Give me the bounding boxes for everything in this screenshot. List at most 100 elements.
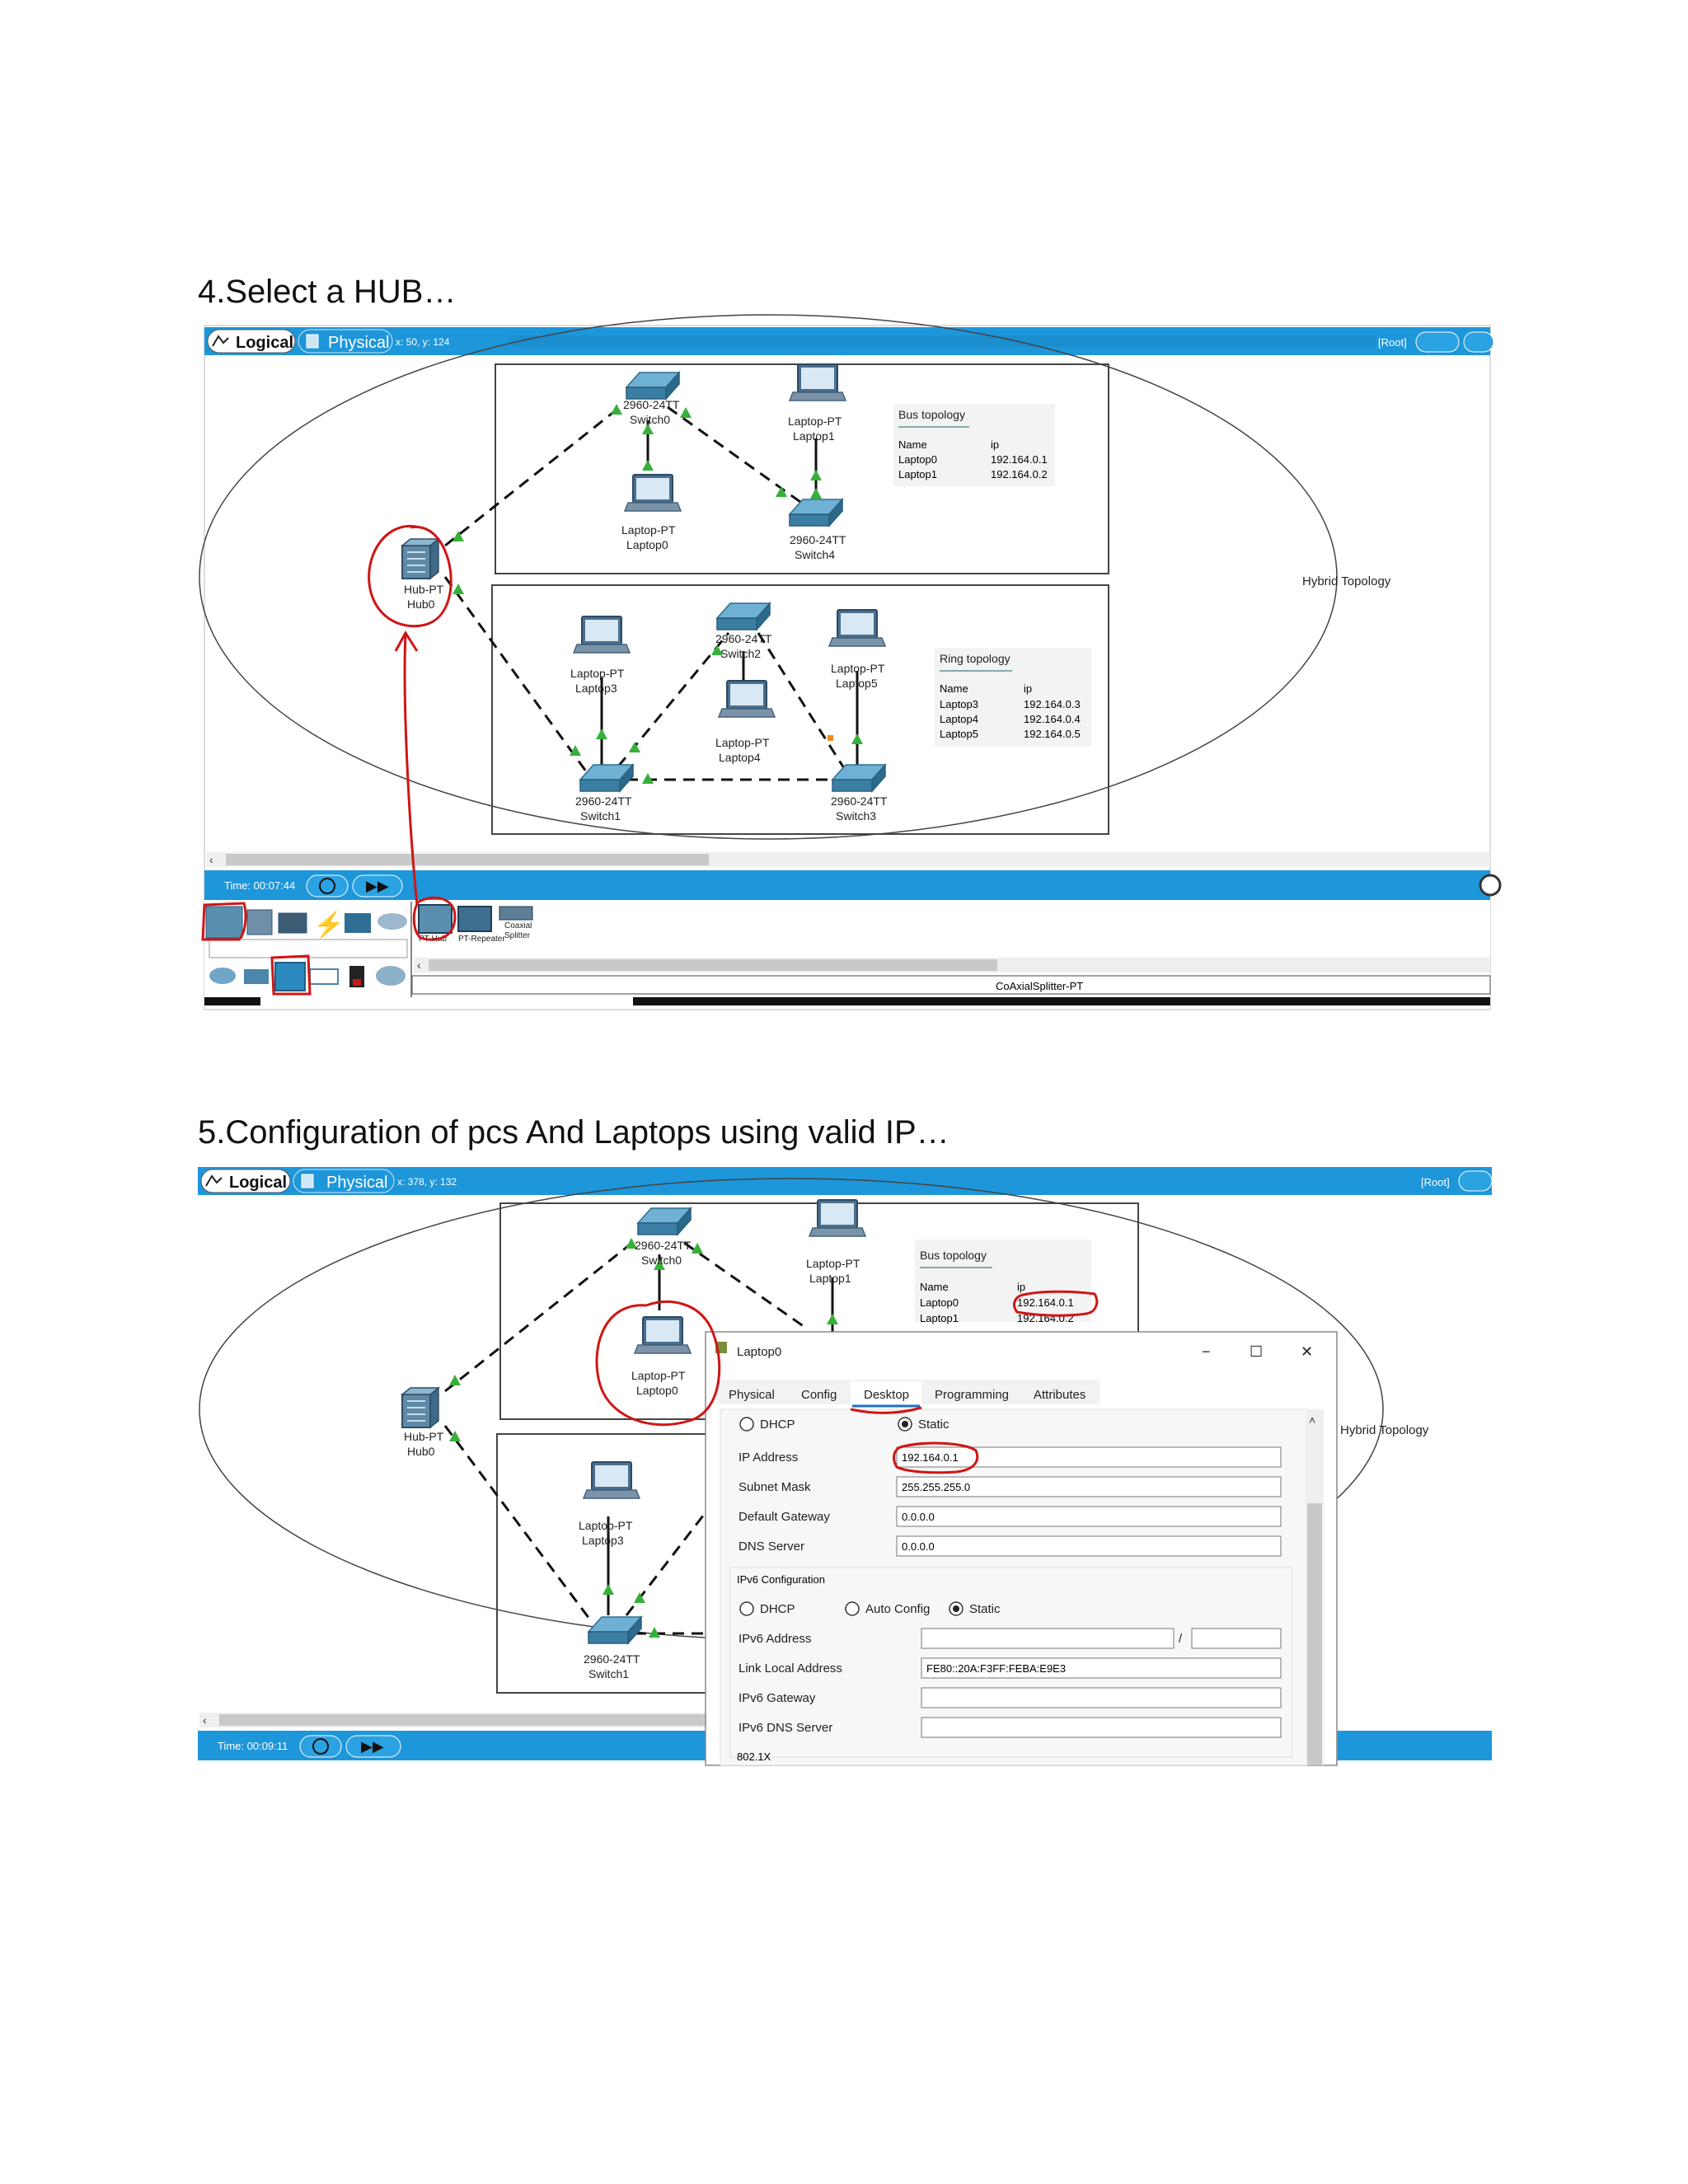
ipv6-prefix-field[interactable]	[1191, 1628, 1282, 1649]
screenshot-2: Logical Physical x: 378, y: 132 [Root] H…	[198, 1167, 1493, 1766]
bus-topology-table: Bus topology Name ip Laptop0 192.164.0.1…	[893, 404, 1055, 486]
hub-cat-icon[interactable]	[274, 962, 306, 991]
default-gateway-label: Default Gateway	[738, 1510, 830, 1524]
fast-forward-button[interactable]	[352, 874, 403, 898]
ring-col-name: Name	[940, 682, 968, 695]
misc-icon[interactable]	[345, 913, 371, 933]
step4-heading: 4.Select a HUB…	[198, 274, 457, 310]
close-button[interactable]: ✕	[1301, 1343, 1313, 1360]
logical-tab[interactable]	[207, 329, 296, 354]
switch2-name: Switch2	[720, 647, 761, 660]
minimize-button[interactable]: −	[1202, 1343, 1211, 1360]
tab-desktop-active	[851, 1381, 921, 1404]
laptop3-icon[interactable]	[573, 616, 631, 654]
laptop1-model: Laptop-PT	[806, 1257, 860, 1270]
switch-cat-icon[interactable]	[244, 969, 269, 984]
default-gateway-field[interactable]	[896, 1506, 1282, 1527]
ring-row-name: Laptop3	[940, 698, 978, 710]
ipv6-dhcp-radio[interactable]	[739, 1601, 754, 1616]
link-local-value: FE80::20A:F3FF:FEBA:E9E3	[926, 1662, 1066, 1675]
logical-tab[interactable]	[200, 1169, 291, 1193]
bus-row-ip: 192.164.0.1	[1017, 1296, 1074, 1309]
tab-desktop[interactable]: Desktop	[864, 1388, 909, 1402]
ring-table-title: Ring topology	[940, 652, 1010, 665]
dot1x-section-title: 802.1X	[737, 1750, 771, 1763]
switch4-model: 2960-24TT	[790, 533, 846, 546]
laptop4-icon[interactable]	[718, 680, 776, 718]
components-icon[interactable]	[278, 912, 307, 934]
root-button[interactable]	[1458, 1170, 1493, 1192]
palette-scroll-left[interactable]: ‹	[417, 958, 421, 972]
dns-server-field[interactable]	[896, 1535, 1282, 1557]
root-label: [Root]	[1378, 336, 1407, 349]
hybrid-topology-ellipse	[199, 314, 1338, 840]
scrollbar-thumb[interactable]	[219, 1714, 706, 1726]
laptop1-icon[interactable]	[789, 363, 846, 401]
subnet-mask-value: 255.255.255.0	[902, 1481, 970, 1493]
laptop3-icon[interactable]	[583, 1461, 640, 1499]
pt-repeater-item[interactable]: PT-Repeater	[457, 906, 505, 944]
mode-toggle[interactable]	[1479, 874, 1502, 897]
physical-tab[interactable]	[293, 1169, 395, 1193]
dns-server-value: 0.0.0.0	[902, 1540, 935, 1553]
laptop0-icon[interactable]	[634, 1316, 692, 1354]
viewport-button[interactable]	[1463, 331, 1494, 353]
laptop1-icon[interactable]	[809, 1199, 866, 1237]
network-devices-icon[interactable]	[205, 906, 243, 939]
tab-config[interactable]: Config	[801, 1388, 837, 1402]
laptop5-icon[interactable]	[828, 609, 886, 647]
physical-tab[interactable]	[298, 329, 393, 354]
subnet-mask-field[interactable]	[896, 1476, 1282, 1497]
palette-scrollbar-thumb[interactable]	[429, 959, 997, 971]
ipv6-gateway-field[interactable]	[921, 1687, 1282, 1708]
ip-address-field[interactable]	[896, 1446, 1282, 1468]
switch0-name: Switch0	[641, 1254, 682, 1267]
realtime-clock-button[interactable]	[306, 874, 349, 898]
laptop0-name: Laptop0	[626, 538, 668, 551]
hub0-icon[interactable]	[401, 538, 439, 579]
scrollbar-thumb[interactable]	[226, 854, 709, 865]
tab-attributes[interactable]: Attributes	[1034, 1388, 1085, 1402]
dialog-titlebar[interactable]	[706, 1333, 1336, 1369]
wireless-icon[interactable]	[309, 968, 339, 985]
scroll-left-arrow[interactable]: ‹	[209, 853, 213, 866]
dhcp-radio[interactable]	[739, 1417, 754, 1432]
hub0-icon[interactable]	[401, 1387, 439, 1428]
vertical-scrollbar-thumb[interactable]	[1307, 1503, 1322, 1765]
scroll-up-arrow[interactable]: ˄	[1309, 1413, 1315, 1427]
default-gateway-value: 0.0.0.0	[902, 1511, 935, 1523]
cursor-coordinates: x: 378, y: 132	[397, 1176, 457, 1188]
wan-emu-icon[interactable]	[353, 979, 361, 986]
scroll-left-arrow[interactable]: ‹	[203, 1713, 207, 1727]
link-local-field[interactable]	[921, 1657, 1282, 1679]
router-icon[interactable]	[209, 968, 236, 984]
laptop1-name: Laptop1	[793, 429, 835, 443]
switch2-model: 2960-24TT	[715, 632, 772, 645]
ipv6-auto-radio[interactable]	[845, 1601, 860, 1616]
maximize-button[interactable]: ☐	[1250, 1343, 1263, 1360]
ip-address-value: 192.164.0.1	[902, 1451, 959, 1464]
cloud-icon[interactable]	[376, 966, 406, 986]
ipv6-address-field[interactable]	[921, 1628, 1175, 1649]
realtime-clock-button[interactable]	[299, 1735, 342, 1758]
bus-col-name: Name	[920, 1281, 949, 1293]
ipv6-dns-field[interactable]	[921, 1717, 1282, 1738]
laptop0-icon[interactable]	[624, 474, 682, 512]
link-local-label: Link Local Address	[738, 1661, 842, 1675]
ring-row-ip: 192.164.0.3	[1024, 698, 1081, 710]
tab-programming[interactable]: Programming	[935, 1388, 1009, 1402]
coaxial-splitter-item[interactable]: Coaxial Splitter	[499, 906, 533, 940]
connections-icon[interactable]: ⚡	[313, 910, 344, 940]
ring-row-name: Laptop5	[940, 728, 978, 740]
bus-row-ip: 192.164.0.2	[991, 468, 1048, 480]
tab-physical[interactable]: Physical	[729, 1388, 775, 1402]
coaxial-label: Coaxial	[504, 921, 532, 930]
fast-forward-icon: ▶▶	[361, 1738, 384, 1755]
root-button[interactable]	[1415, 331, 1460, 353]
subnet-mask-label: Subnet Mask	[738, 1480, 811, 1494]
annotation-marks	[201, 525, 457, 996]
end-devices-icon[interactable]	[246, 909, 273, 935]
multiuser-icon[interactable]	[377, 913, 407, 930]
fast-forward-button[interactable]	[345, 1735, 401, 1758]
